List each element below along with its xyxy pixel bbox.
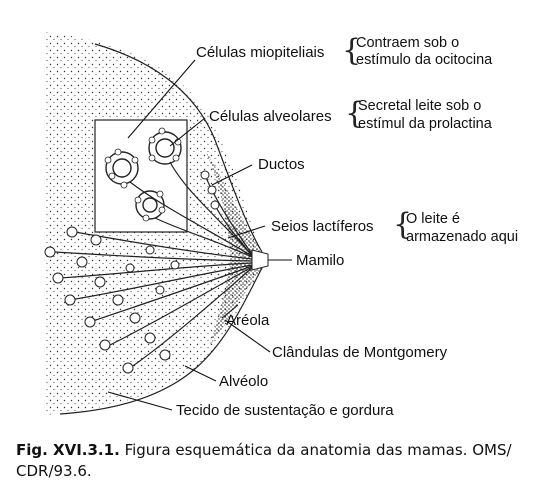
label-seios-lactiferos: Seios lactíferos [271,218,374,235]
areola-region [205,150,262,345]
brace-icon: { [393,207,413,242]
breast-anatomy-diagram [44,32,292,415]
ducts [54,161,253,369]
label-areola: Aréola [226,312,270,329]
note-alveolares-1: Secretal leite sob o [358,98,482,114]
label-celulas-alveolares: Células alveolares [209,108,332,125]
label-ductos: Ductos [258,156,305,173]
leader-lines [107,59,292,411]
note-miopiteliais-2: estímulo da ocitocina [356,52,493,68]
figure-caption: Fig. XVI.3.1. Figura esquemática da anat… [16,440,546,482]
brace-icon: { [345,96,365,131]
nipple [251,249,269,271]
label-tecido: Tecido de sustentação e gordura [176,402,394,419]
brace-icon: { [342,33,362,68]
caption-figure-number: Fig. XVI.3.1. [16,441,120,459]
note-seios-1: O leite é [406,211,460,227]
note-miopiteliais-1: Contraem sob o [356,35,460,51]
label-celulas-miopiteliais: Células miopiteliais [196,44,325,61]
note-alveolares-2: estímul da prolactina [358,116,492,132]
label-mamilo: Mamilo [296,252,345,269]
note-seios-2: armazenado aqui [406,229,519,245]
alveoli [44,170,220,374]
label-alveolo: Alvéolo [219,373,269,390]
caption-text: Figura esquemática da anatomia das mamas… [16,441,512,480]
label-glandulas-montgomery: Clândulas de Montgomery [272,344,448,361]
alveolar-clusters [105,131,182,220]
